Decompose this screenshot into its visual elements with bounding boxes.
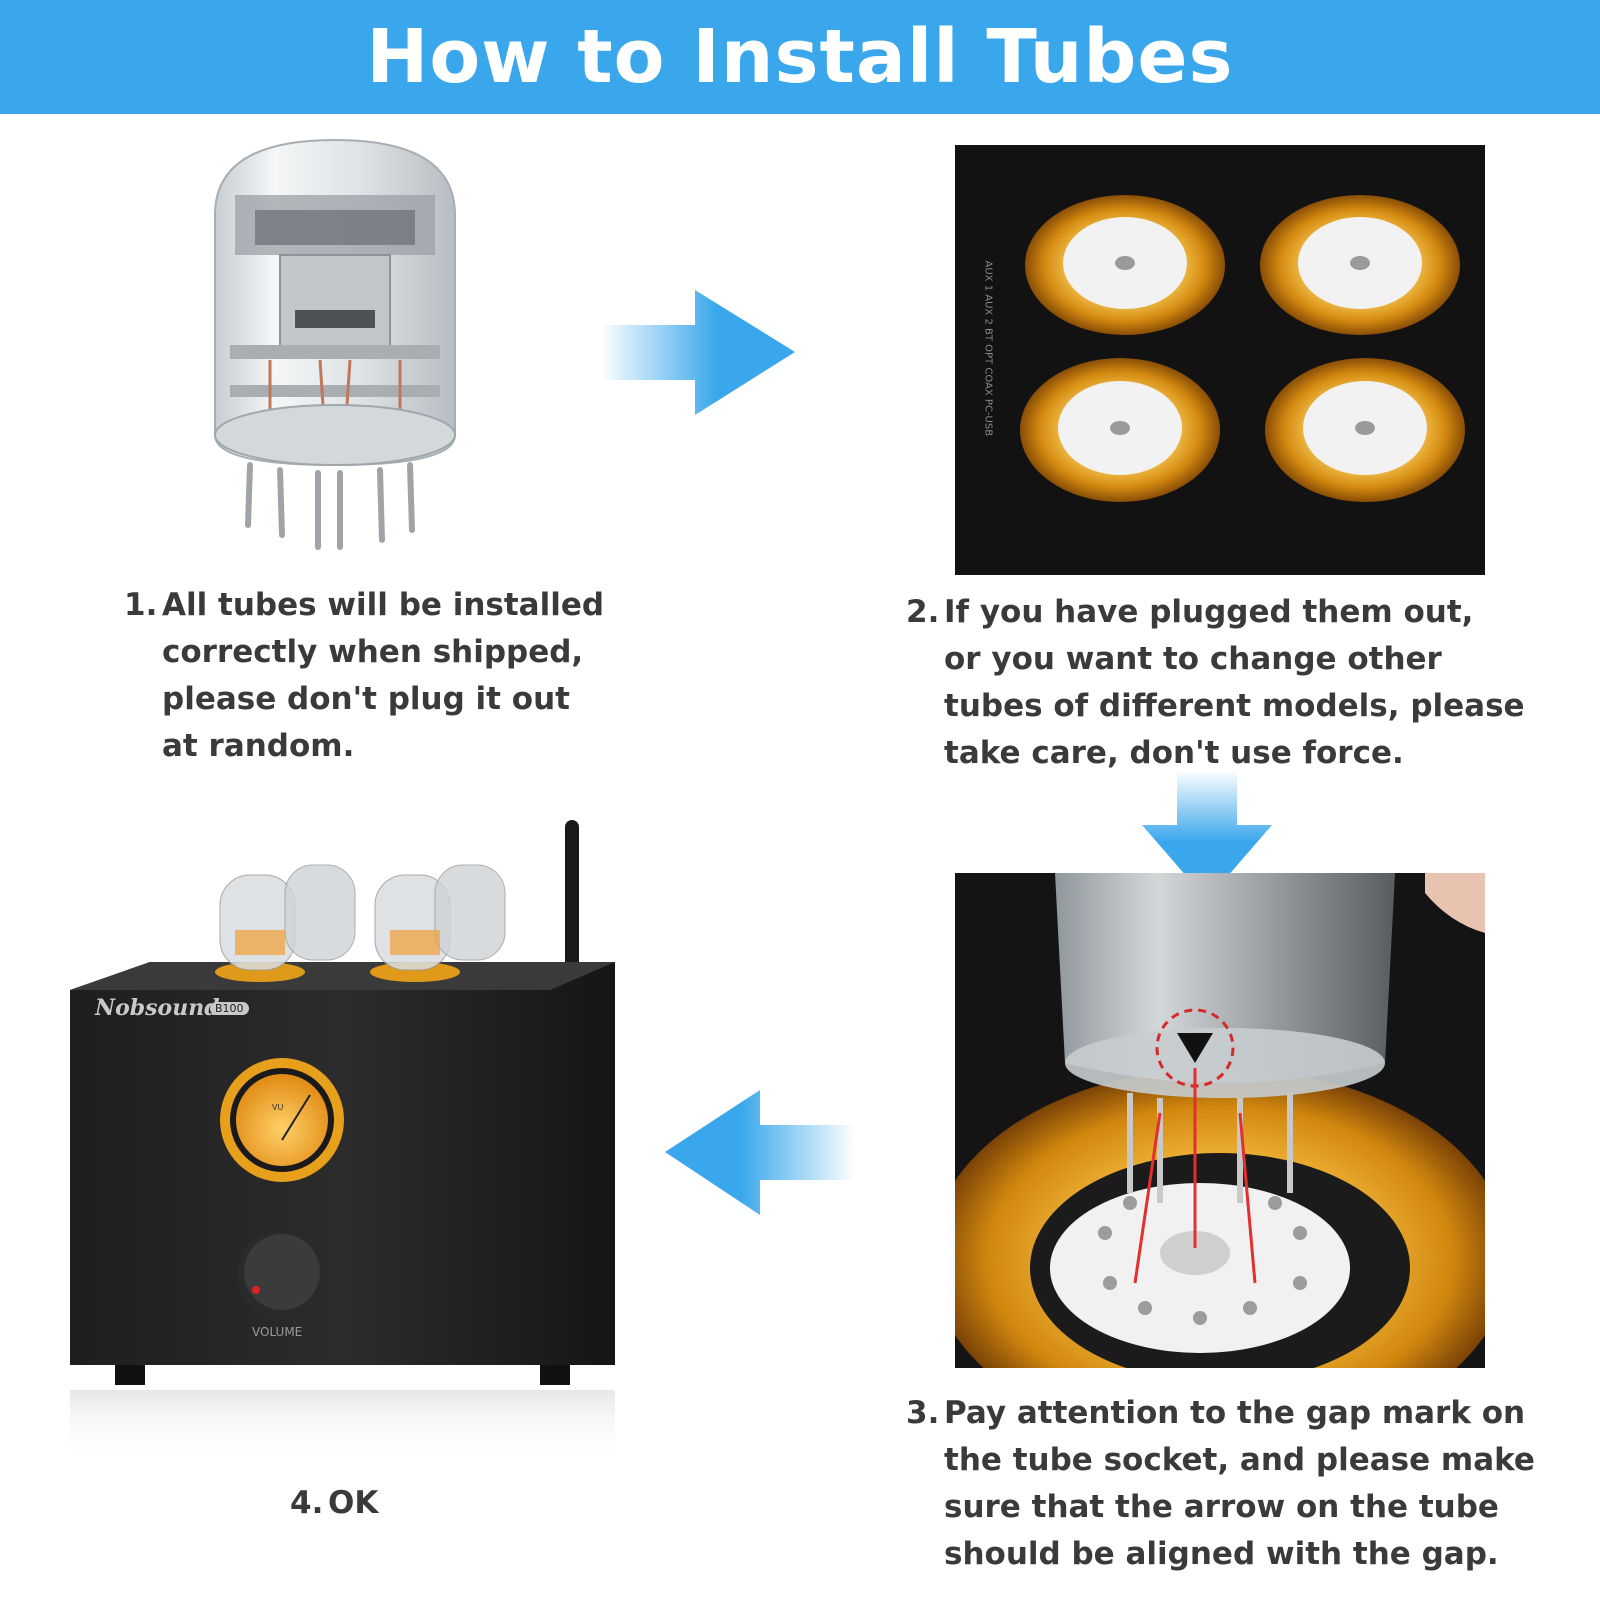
panel-label-aux2: AUX 2 <box>982 294 994 325</box>
step-number: 1. <box>124 587 158 623</box>
vacuum-tube-photo <box>200 135 470 555</box>
step-line: please don't plug it out <box>162 681 570 717</box>
step-line: take care, don't use force. <box>944 735 1404 771</box>
header-banner: How to Install Tubes <box>0 0 1600 114</box>
step-number: 3. <box>906 1395 940 1431</box>
step-line: All tubes will be installed <box>162 587 605 623</box>
step-1-text: 1. All tubes will be installed correctly… <box>124 582 605 770</box>
panel-label-aux1: AUX 1 <box>982 260 994 292</box>
step-line: OK <box>328 1485 379 1521</box>
volume-knob-label: VOLUME <box>252 1325 303 1339</box>
step-3-text: 3. Pay attention to the gap mark on the … <box>906 1390 1566 1578</box>
step-number: 4. <box>290 1485 324 1521</box>
step-line: should be aligned with the gap. <box>944 1536 1499 1572</box>
step-4-text: 4. OK <box>290 1480 490 1527</box>
step-line: or you want to change other <box>944 641 1442 677</box>
panel-input-labels: AUX 1 AUX 2 BT OPT COAX PC-USB <box>983 261 994 451</box>
arrow-left-icon <box>665 1090 855 1215</box>
page-title: How to Install Tubes <box>366 14 1234 100</box>
tube-insertion-photo <box>955 873 1485 1368</box>
panel-label-opt: OPT <box>982 344 994 365</box>
panel-label-coax: COAX <box>982 367 994 396</box>
step-2-text: 2. If you have plugged them out, or you … <box>906 589 1546 777</box>
amp-brand-logo: Nobsound <box>95 995 220 1021</box>
panel-label-bt: BT <box>982 328 994 341</box>
amp-model-badge: B100 <box>210 1002 249 1015</box>
step-line: at random. <box>162 728 355 764</box>
arrow-down-icon <box>1142 770 1272 900</box>
amplifier-photo: Nobsound B100 VU VOLUME <box>60 820 630 1460</box>
step-number: 2. <box>906 594 940 630</box>
step-line: the tube socket, and please make <box>944 1442 1535 1478</box>
step-line: If you have plugged them out, <box>944 594 1474 630</box>
vu-meter-label: VU <box>272 1103 284 1112</box>
arrow-right-icon <box>600 290 795 415</box>
step-line: sure that the arrow on the tube <box>944 1489 1499 1525</box>
tube-sockets-photo: AUX 1 AUX 2 BT OPT COAX PC-USB <box>955 145 1485 575</box>
panel-label-pcusb: PC-USB <box>982 398 994 437</box>
step-line: correctly when shipped, <box>162 634 584 670</box>
step-line: tubes of different models, please <box>944 688 1525 724</box>
step-line: Pay attention to the gap mark on <box>944 1395 1526 1431</box>
